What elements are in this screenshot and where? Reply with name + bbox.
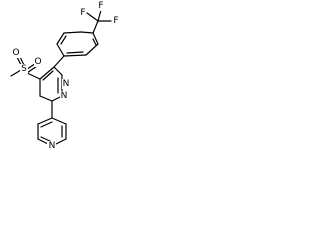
- fluorine-label: F: [98, 1, 103, 11]
- oxygen-label: O: [12, 48, 19, 58]
- atom-oxygen-upper: O: [12, 48, 21, 58]
- atom-n-pyridine: N: [47, 141, 56, 151]
- phenyl-ring-bonds: [56, 31, 99, 57]
- chemical-structure-diagram: F F F S O O N N N: [10, 1, 119, 151]
- atom-sulfur: S: [20, 64, 28, 75]
- sulfur-label: S: [21, 64, 27, 74]
- atom-f-top: F: [97, 1, 104, 11]
- nitrogen-label: N: [61, 91, 68, 101]
- oxygen-label: O: [34, 57, 41, 67]
- trifluoromethyl-bonds: [86, 9, 112, 34]
- nitrogen-label: N: [49, 141, 56, 151]
- atom-n-pyrimidine-lower: N: [60, 91, 69, 101]
- nitrogen-label: N: [63, 79, 70, 89]
- atom-n-pyrimidine-upper: N: [62, 79, 71, 89]
- atom-f-left: F: [79, 8, 86, 18]
- fluorine-label: F: [80, 8, 85, 18]
- pyridine-ring-bonds: [37, 100, 67, 147]
- atom-f-right: F: [112, 16, 119, 26]
- fluorine-label: F: [113, 16, 118, 26]
- atom-oxygen-lower: O: [34, 57, 43, 67]
